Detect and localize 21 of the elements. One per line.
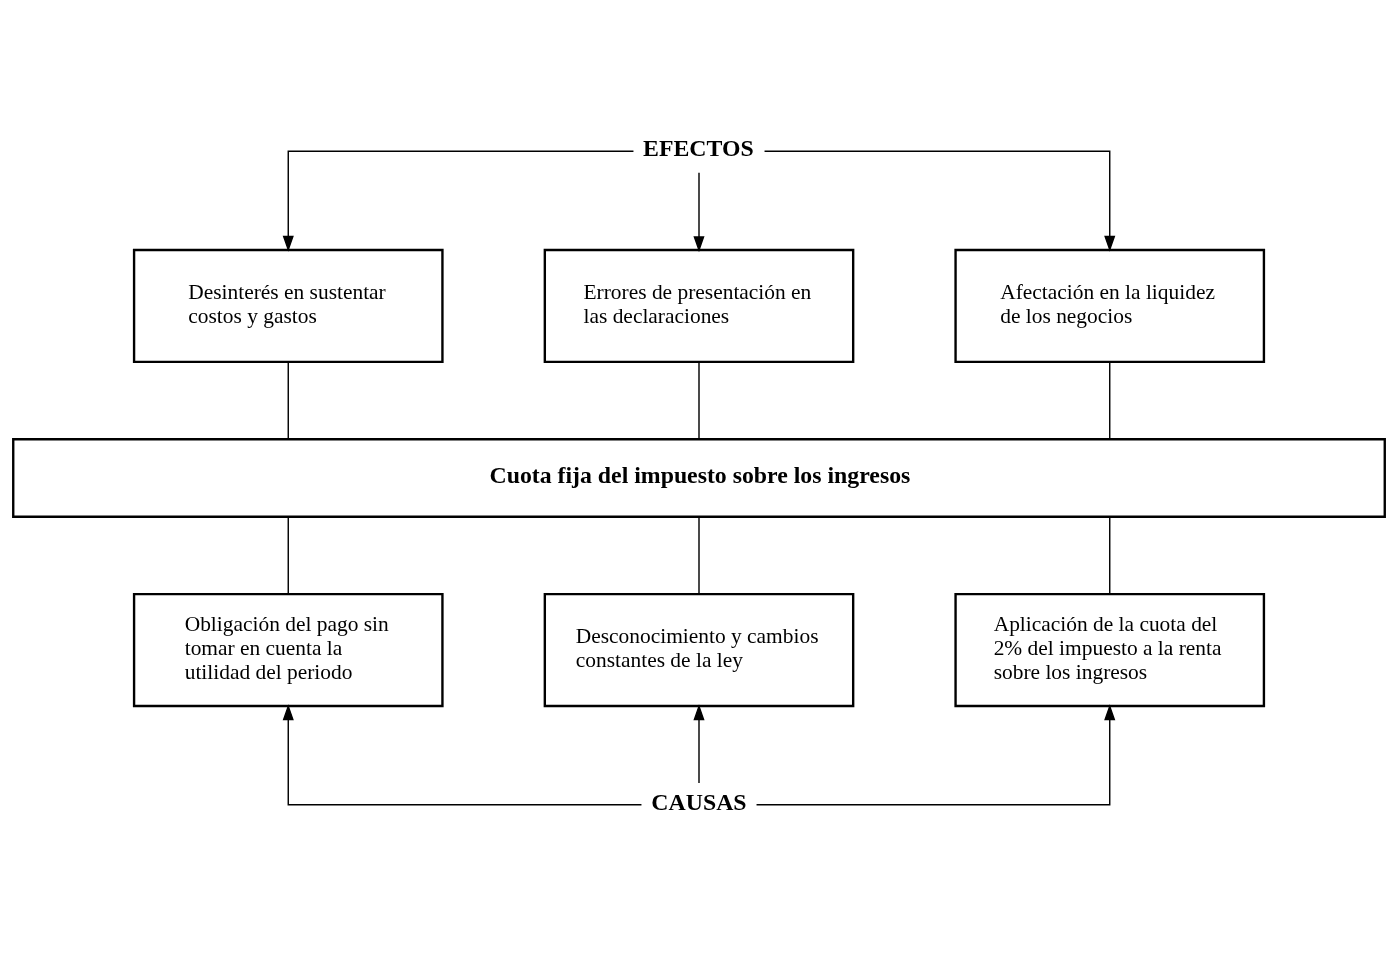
node-box: Aplicación de la cuota del 2% del impuesto a la renta sobre los ingresos bbox=[954, 592, 1266, 708]
node-box: Afectación en la liquidez de los negocios bbox=[954, 248, 1266, 364]
connector bbox=[287, 516, 289, 595]
arrow bbox=[693, 172, 705, 253]
arrow bbox=[763, 150, 1116, 252]
connector bbox=[1109, 516, 1111, 595]
arrow bbox=[755, 704, 1116, 806]
connector bbox=[698, 361, 700, 440]
connector bbox=[287, 361, 289, 440]
node-box: Desinterés en sustentar costos y gastos bbox=[132, 248, 444, 364]
arrow bbox=[282, 704, 643, 806]
node-box: Errores de presentación en las declaraciones bbox=[543, 248, 855, 364]
arrow bbox=[282, 150, 635, 252]
node-text: CAUSAS bbox=[651, 788, 747, 815]
node-text: EFECTOS bbox=[643, 134, 754, 161]
connector bbox=[1109, 361, 1111, 440]
node-box: Obligación del pago sin tomar en cuenta la utilidad del periodo bbox=[132, 592, 444, 708]
arrow bbox=[693, 704, 705, 784]
connector bbox=[698, 516, 700, 595]
node-box: Cuota fija del impuesto sobre los ingresos bbox=[12, 438, 1386, 518]
node-box: Desconocimiento y cambios constantes de la ley bbox=[543, 592, 855, 708]
